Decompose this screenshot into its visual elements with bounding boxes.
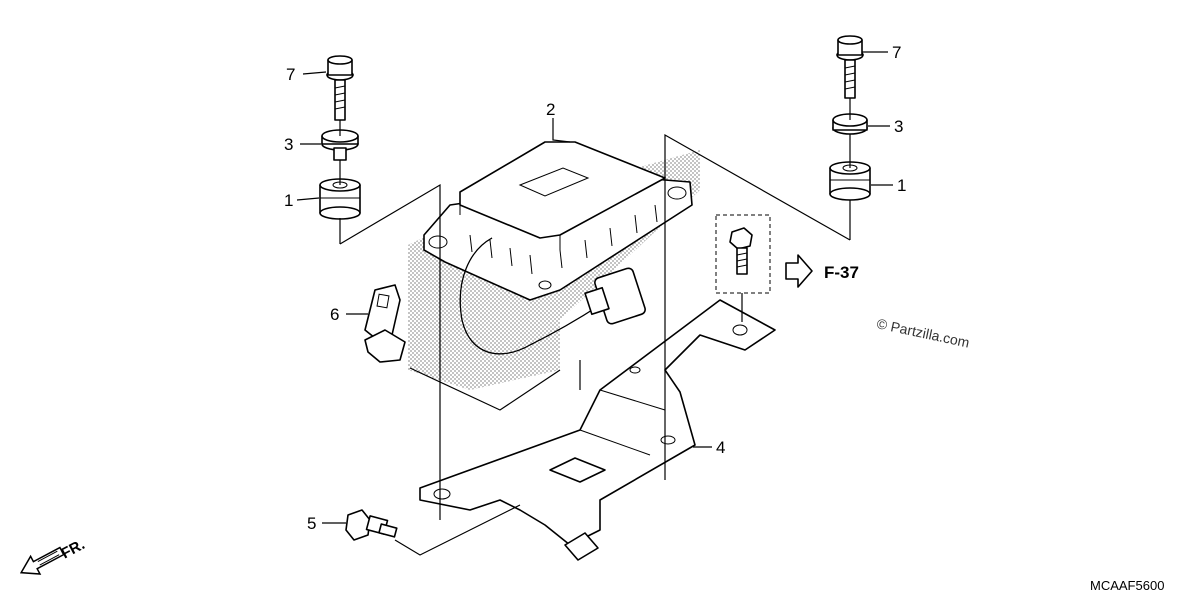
bracket	[419, 299, 776, 561]
callout-4: 4	[716, 438, 725, 457]
diagram-code: MCAAF5600	[1090, 578, 1164, 593]
front-direction-indicator: FR.	[19, 536, 88, 575]
wire-harness	[459, 237, 646, 355]
callout-7-left: 7	[286, 65, 295, 84]
bolt-icon	[326, 55, 354, 121]
watermark: © Partzilla.com	[875, 315, 971, 350]
callout-6: 6	[330, 305, 339, 324]
arrow-left-icon	[19, 546, 65, 575]
reference-label[interactable]: F-37	[824, 263, 859, 282]
callout-leaders	[296, 51, 893, 524]
left-hardware-stack	[319, 55, 361, 220]
reference-arrow-icon	[785, 254, 813, 288]
bolt-icon	[836, 35, 864, 99]
flange-bolt-icon	[345, 509, 398, 541]
callout-3-left: 3	[284, 135, 293, 154]
assembly-lines	[339, 98, 851, 556]
control-unit	[423, 141, 693, 301]
callout-5: 5	[307, 514, 316, 533]
grommet-icon	[319, 178, 361, 220]
callout-1-left: 1	[284, 191, 293, 210]
front-label: FR.	[58, 536, 87, 562]
callout-7-right: 7	[892, 43, 901, 62]
reference-bolt-icon	[715, 214, 771, 294]
callout-3-right: 3	[894, 117, 903, 136]
clip-icon	[364, 284, 406, 363]
callout-2: 2	[546, 100, 555, 119]
callout-1-right: 1	[897, 176, 906, 195]
